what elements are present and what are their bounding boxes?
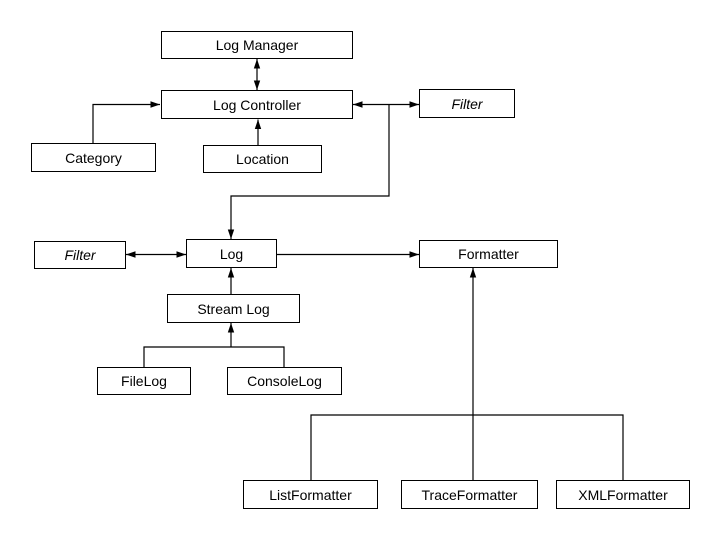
node-filter-top: Filter	[419, 89, 515, 118]
edge-formatters-branch	[310, 414, 624, 480]
node-filter-left: Filter	[34, 241, 126, 269]
node-file-log: FileLog	[97, 367, 191, 395]
node-trace-formatter: TraceFormatter	[401, 480, 538, 509]
node-log-manager: Log Manager	[161, 31, 353, 59]
edge-category-log-controller	[92, 101, 160, 143]
node-list-formatter: ListFormatter	[243, 480, 378, 509]
node-category: Category	[31, 143, 156, 172]
node-location: Location	[203, 145, 322, 173]
edge-filelog-consolelog-branch	[143, 346, 285, 367]
node-stream-log: Stream Log	[167, 294, 300, 323]
node-console-log: ConsoleLog	[227, 367, 342, 395]
node-log-controller: Log Controller	[161, 90, 353, 119]
node-xml-formatter: XMLFormatter	[556, 480, 690, 509]
node-formatter: Formatter	[419, 240, 558, 268]
node-log: Log	[186, 239, 277, 268]
